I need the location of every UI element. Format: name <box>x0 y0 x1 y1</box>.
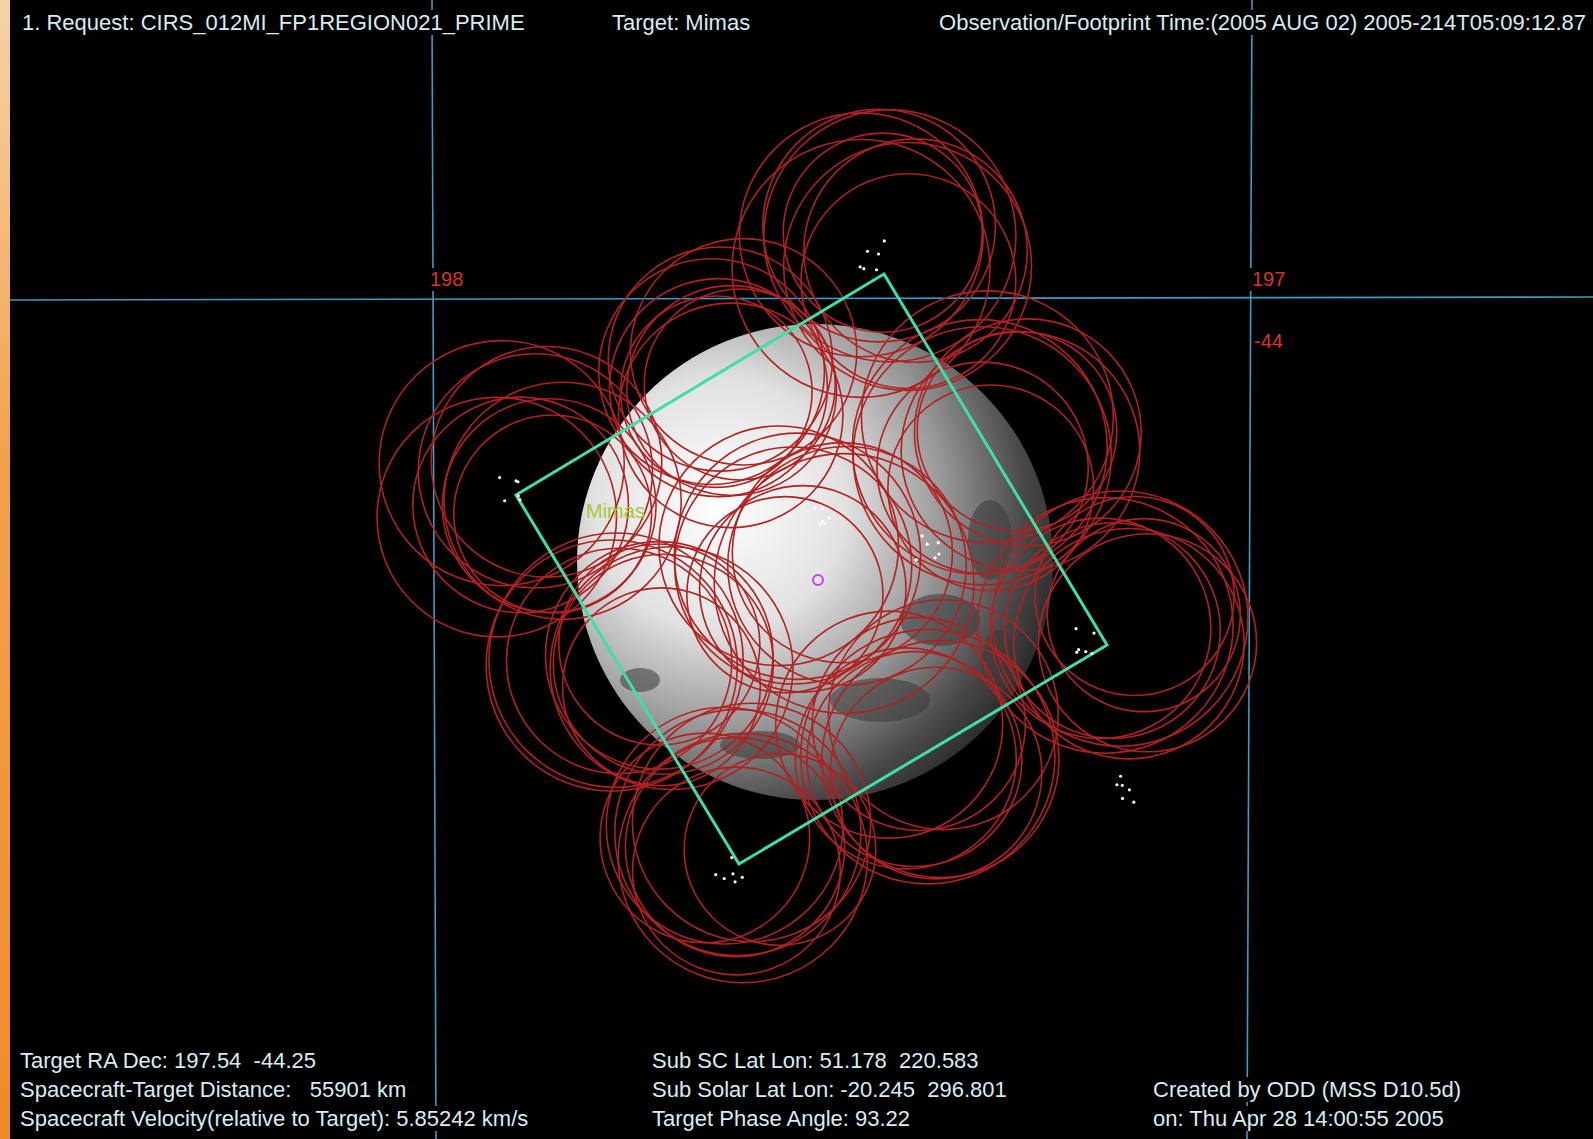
grid-line <box>1247 0 1252 1139</box>
target-label: Mimas <box>584 500 647 523</box>
star-dot <box>1132 801 1135 804</box>
footprint-circle <box>901 332 1140 571</box>
star-dot <box>933 556 936 559</box>
footprint-circle <box>506 548 731 773</box>
field-of-view-square <box>516 274 1107 864</box>
info-text: Target RA Dec: 197.54 -44.25 <box>18 1048 318 1073</box>
footprint-circle <box>822 641 1059 878</box>
footprint-circle <box>608 247 832 471</box>
star-dot <box>926 543 929 546</box>
star-dot <box>714 873 717 876</box>
star-dot <box>859 265 862 268</box>
grid-ra-label: 197 <box>1250 268 1287 291</box>
star-dot <box>518 498 521 501</box>
info-text: Sub SC Lat Lon: 51.178 220.583 <box>650 1048 981 1073</box>
footprint-circle <box>993 491 1248 746</box>
footprint-circle <box>545 542 773 770</box>
star-dot <box>937 541 940 544</box>
grid-dec-label: -44 <box>1252 330 1285 353</box>
sky-background <box>10 0 1593 1139</box>
star-dot <box>1077 648 1080 651</box>
star-dot <box>883 239 886 242</box>
star-dot <box>828 517 831 520</box>
star-dot <box>723 877 726 880</box>
star-dot <box>733 880 736 883</box>
footprint-circle <box>795 648 1016 869</box>
info-text: Spacecraft Velocity(relative to Target):… <box>18 1106 530 1131</box>
info-text: Sub Solar Lat Lon: -20.245 296.801 <box>650 1077 1009 1102</box>
footprint-circle <box>977 498 1233 754</box>
footprint-circle <box>801 174 1016 389</box>
footprint-circle <box>1047 519 1240 712</box>
footprint-circle <box>674 433 920 679</box>
footprint-circle <box>675 447 912 684</box>
grid-ra-label: 198 <box>428 268 465 291</box>
star-dot <box>1115 783 1118 786</box>
info-text: Spacecraft-Target Distance: 55901 km <box>18 1077 408 1102</box>
crater <box>968 500 1012 580</box>
footprint-circle <box>563 588 761 786</box>
footprint-circle <box>739 113 983 357</box>
star-dot <box>1119 775 1122 778</box>
footprint-circle <box>1038 534 1256 752</box>
boresight-marker <box>813 575 823 585</box>
star-dot <box>1121 797 1124 800</box>
mimas-disc <box>577 324 1053 800</box>
star-dot <box>1090 652 1093 655</box>
info-text: on: Thu Apr 28 14:00:55 2005 <box>1151 1106 1446 1131</box>
star-dot <box>1084 650 1087 653</box>
star-dot <box>937 552 940 555</box>
footprint-circle <box>687 497 883 693</box>
star-dot <box>920 534 923 537</box>
footprint-circle <box>600 733 810 943</box>
footprint-circle <box>618 303 842 527</box>
star-dot <box>498 476 501 479</box>
target-name: Target: Mimas <box>610 10 752 35</box>
footprint-circle <box>852 320 1107 575</box>
footprint-circle <box>812 617 1025 830</box>
crater <box>620 668 660 692</box>
footprint-circles <box>377 109 1257 982</box>
star-dot <box>1074 627 1077 630</box>
footprint-circle <box>784 143 1032 391</box>
star-dot <box>915 558 918 561</box>
star-dot <box>818 523 821 526</box>
footprint-circle <box>714 454 974 714</box>
info-text: Created by ODD (MSS D10.5d) <box>1151 1077 1463 1102</box>
star-dot <box>516 480 519 483</box>
footprint-circle <box>379 341 624 586</box>
star-dot <box>1092 631 1095 634</box>
request-id: 1. Request: CIRS_012MI_FP1REGION021_PRIM… <box>20 10 527 35</box>
observation-time: Observation/Footprint Time:(2005 AUG 02)… <box>937 10 1588 35</box>
info-text: Target Phase Angle: 93.22 <box>650 1106 912 1131</box>
star-dot <box>741 876 744 879</box>
footprint-circle <box>917 331 1117 531</box>
star-dot <box>1075 651 1078 654</box>
star-dot <box>731 872 734 875</box>
star-dot <box>503 499 506 502</box>
footprint-circle <box>828 600 1058 830</box>
star-dot <box>821 507 824 510</box>
footprint-circle <box>684 754 876 946</box>
star-dot <box>730 856 733 859</box>
star-dot <box>877 252 880 255</box>
star-dot <box>866 250 869 253</box>
star-dots <box>498 239 1135 883</box>
footprint-circle <box>659 426 899 666</box>
star-dot <box>875 268 878 271</box>
star-dot <box>862 267 865 270</box>
star-dot <box>517 494 520 497</box>
star-dot <box>821 520 824 523</box>
star-dot <box>813 507 816 510</box>
star-dot <box>1128 788 1131 791</box>
star-dot <box>1121 784 1124 787</box>
footprint-circle <box>853 327 1111 585</box>
